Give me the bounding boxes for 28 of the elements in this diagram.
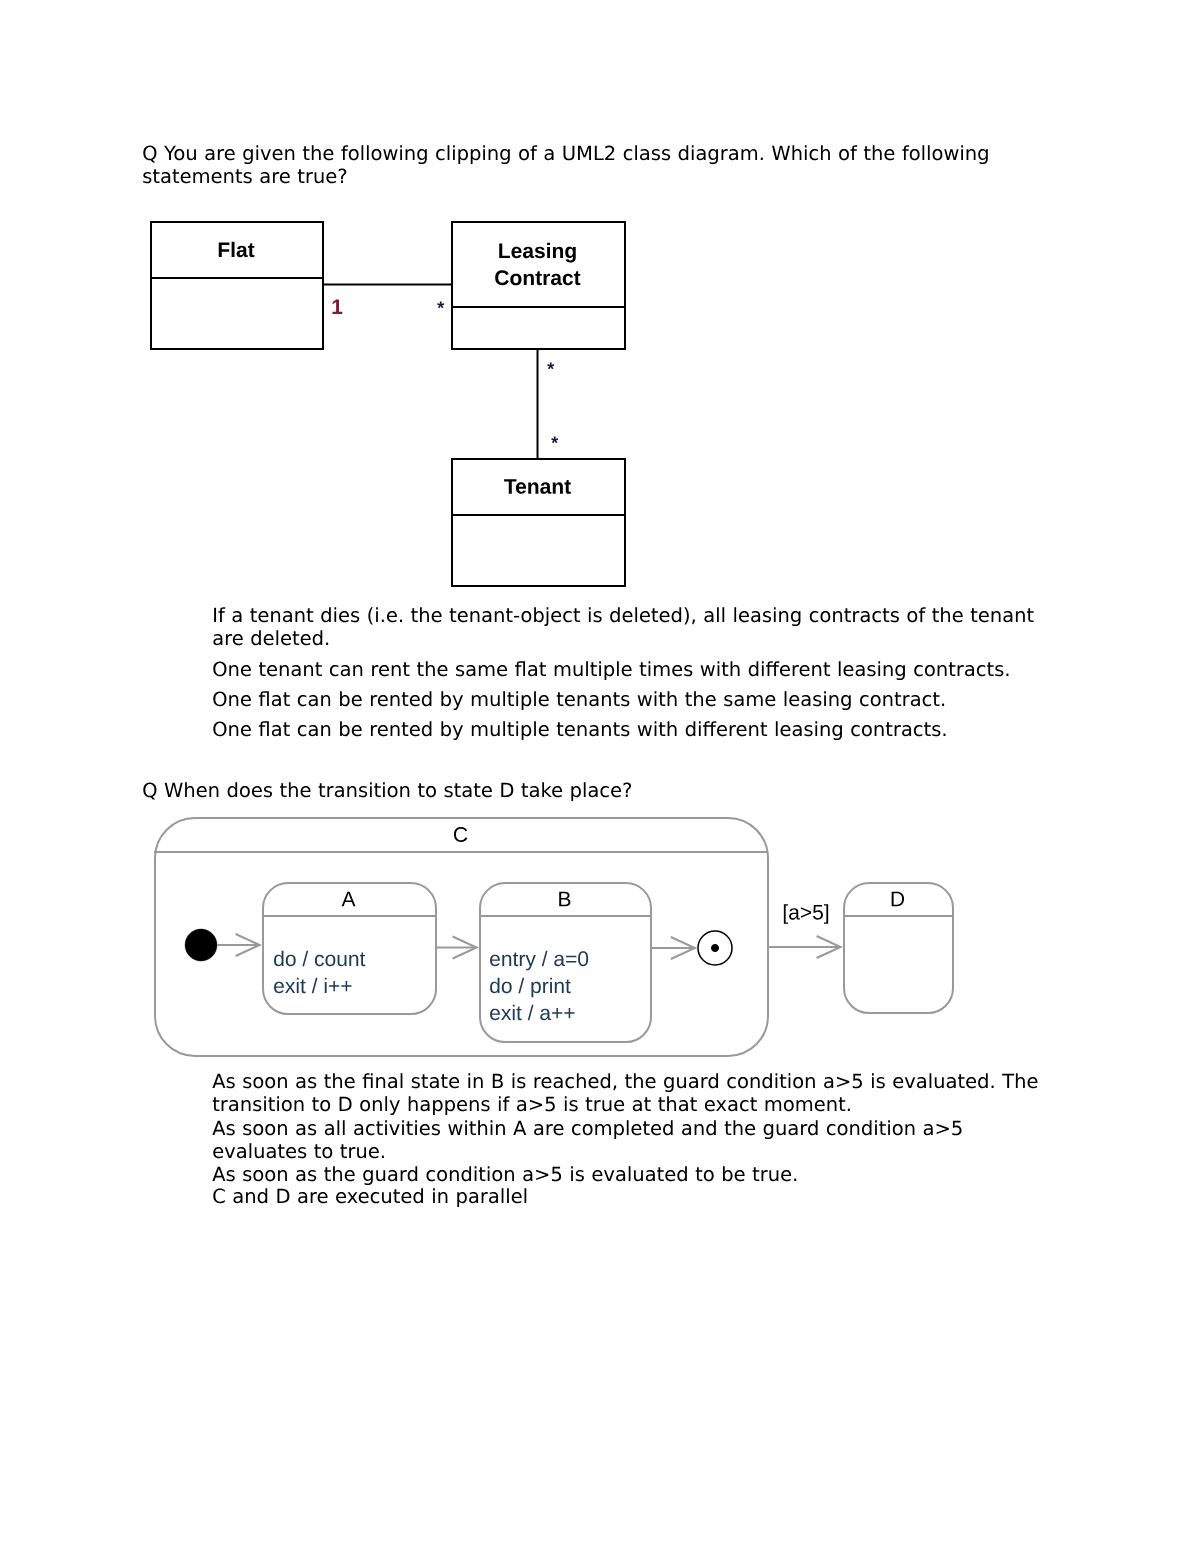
question-text: Q When does the transition to state D take place? bbox=[143, 782, 632, 802]
transition-arrow bbox=[651, 936, 698, 960]
association-line bbox=[536, 349, 539, 459]
answer-option: If a tenant dies (i.e. the tenant-object is deleted), all leasing contracts of the tenant are deleted. bbox=[213, 607, 1034, 646]
state-box: A do / count exit / i++ bbox=[261, 882, 437, 1015]
state-box: B entry / a=0 do / print exit / a++ bbox=[478, 882, 652, 1043]
class-box: Leasing Contract bbox=[450, 221, 626, 350]
class-box: Tenant bbox=[450, 458, 626, 587]
answer-option: One flat can be rented by multiple tenants with the same leasing contract. bbox=[213, 691, 945, 711]
question-text: Q You are given the following clipping of a UML2 class diagram. Which of the following statements are true? bbox=[143, 145, 988, 184]
multiplicity-label: * bbox=[547, 362, 555, 370]
answer-option: One flat can be rented by multiple tenants with different leasing contracts. bbox=[213, 721, 946, 741]
association-line bbox=[323, 283, 452, 286]
class-box: Flat bbox=[149, 221, 324, 350]
final-state-symbol bbox=[697, 930, 733, 966]
state-box: D bbox=[842, 882, 954, 1014]
answer-option: One tenant can rent the same flat multiple times with different leasing contracts. bbox=[213, 661, 1009, 681]
transition-arrow bbox=[436, 935, 479, 960]
answer-option: As soon as the final state in B is reached, the guard condition a>5 is evaluated. The transition to D only happens if a>5 is true at that exact moment. bbox=[212, 1073, 1038, 1116]
transition-arrow bbox=[768, 935, 843, 959]
answer-option: As soon as the guard condition a>5 is evaluated to be true. bbox=[212, 1166, 797, 1186]
answer-option: As soon as all activities within A are completed and the guard condition a>5 evaluates to true. bbox=[212, 1120, 962, 1159]
multiplicity-label: * bbox=[437, 301, 445, 309]
edge-label: [a>5] bbox=[781, 903, 831, 925]
answer-option: C and D are executed in parallel bbox=[213, 1188, 527, 1208]
multiplicity-label: * bbox=[551, 436, 559, 444]
initial-state-dot bbox=[184, 928, 218, 962]
multiplicity-label: 1 bbox=[332, 299, 343, 314]
